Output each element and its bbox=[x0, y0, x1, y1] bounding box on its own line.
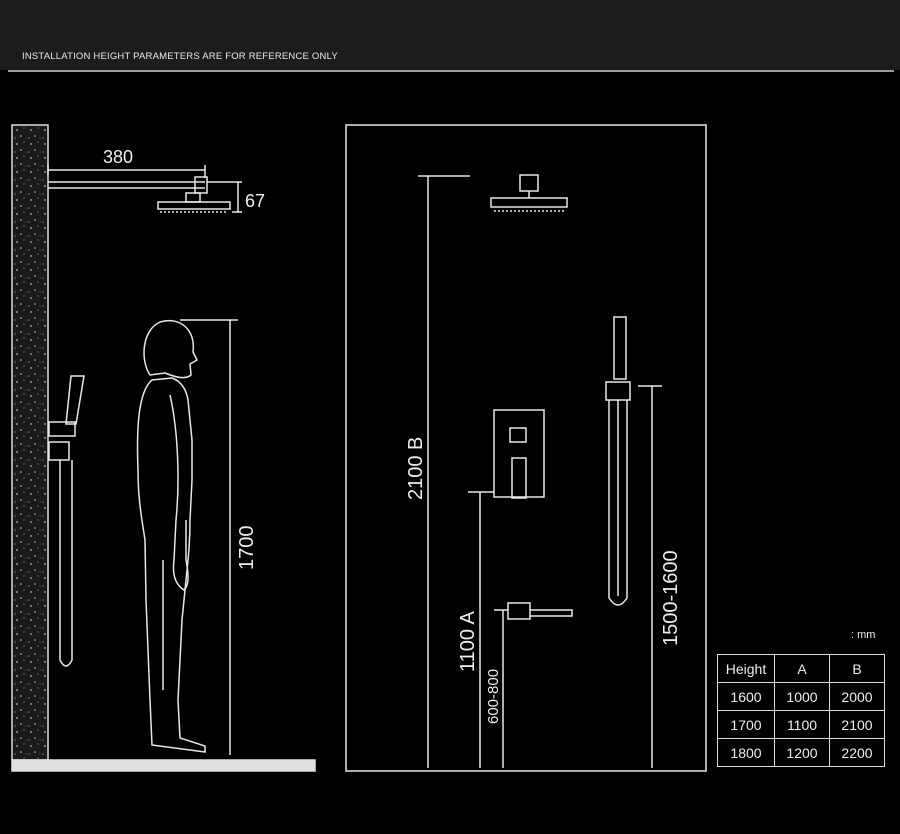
person-height-dimension bbox=[180, 319, 238, 755]
mixer-valve bbox=[468, 409, 545, 499]
arm-length-label: 380 bbox=[103, 147, 133, 167]
person-height-label: 1700 bbox=[236, 526, 258, 571]
wall bbox=[11, 124, 49, 761]
arm-length-dimension bbox=[47, 165, 206, 178]
front-view bbox=[345, 124, 707, 772]
table-row: 1600 1000 2000 bbox=[717, 682, 885, 711]
height-spec-table: Height A B 1600 1000 2000 1700 1100 2100… bbox=[717, 654, 885, 767]
header-a: A bbox=[774, 654, 830, 683]
table-cell: 1000 bbox=[774, 682, 830, 711]
table-cell: 1100 bbox=[774, 710, 830, 739]
head-drop-label: 67 bbox=[245, 191, 265, 211]
shower-head-side bbox=[157, 201, 231, 213]
front-panel bbox=[345, 124, 707, 772]
table-cell: 1700 bbox=[717, 710, 775, 739]
person-figure bbox=[136, 319, 206, 753]
side-view bbox=[11, 124, 316, 772]
header-height: Height bbox=[717, 654, 775, 683]
floor bbox=[11, 759, 316, 772]
handheld-height-dimension bbox=[638, 385, 662, 768]
table-cell: 1200 bbox=[774, 738, 830, 767]
valve-height-label: 1100 A bbox=[457, 611, 479, 672]
header-divider bbox=[8, 70, 894, 72]
tub-spout bbox=[494, 602, 573, 620]
table-cell: 2200 bbox=[829, 738, 885, 767]
table-header-row: Height A B bbox=[717, 654, 885, 683]
head-drop-dimension bbox=[207, 181, 242, 213]
table-row: 1700 1100 2100 bbox=[717, 710, 885, 739]
spout-height-label: 600-800 bbox=[485, 669, 502, 724]
shower-head-front bbox=[490, 174, 568, 212]
handheld-shower-front bbox=[605, 316, 631, 606]
table-cell: 1600 bbox=[717, 682, 775, 711]
table-cell: 2100 bbox=[829, 710, 885, 739]
table-cell: 1800 bbox=[717, 738, 775, 767]
shower-arm bbox=[48, 176, 208, 203]
handheld-height-label: 1500-1600 bbox=[660, 550, 682, 646]
overhead-height-dimension bbox=[418, 175, 470, 768]
table-row: 1800 1200 2200 bbox=[717, 738, 885, 767]
reference-notice: INSTALLATION HEIGHT PARAMETERS ARE FOR R… bbox=[22, 51, 338, 62]
overhead-height-label: 2100 B bbox=[405, 437, 427, 500]
header-bar bbox=[0, 0, 900, 70]
handheld-shower-side bbox=[48, 375, 85, 667]
table-cell: 2000 bbox=[829, 682, 885, 711]
header-b: B bbox=[829, 654, 885, 683]
unit-label: : mm bbox=[851, 629, 876, 641]
